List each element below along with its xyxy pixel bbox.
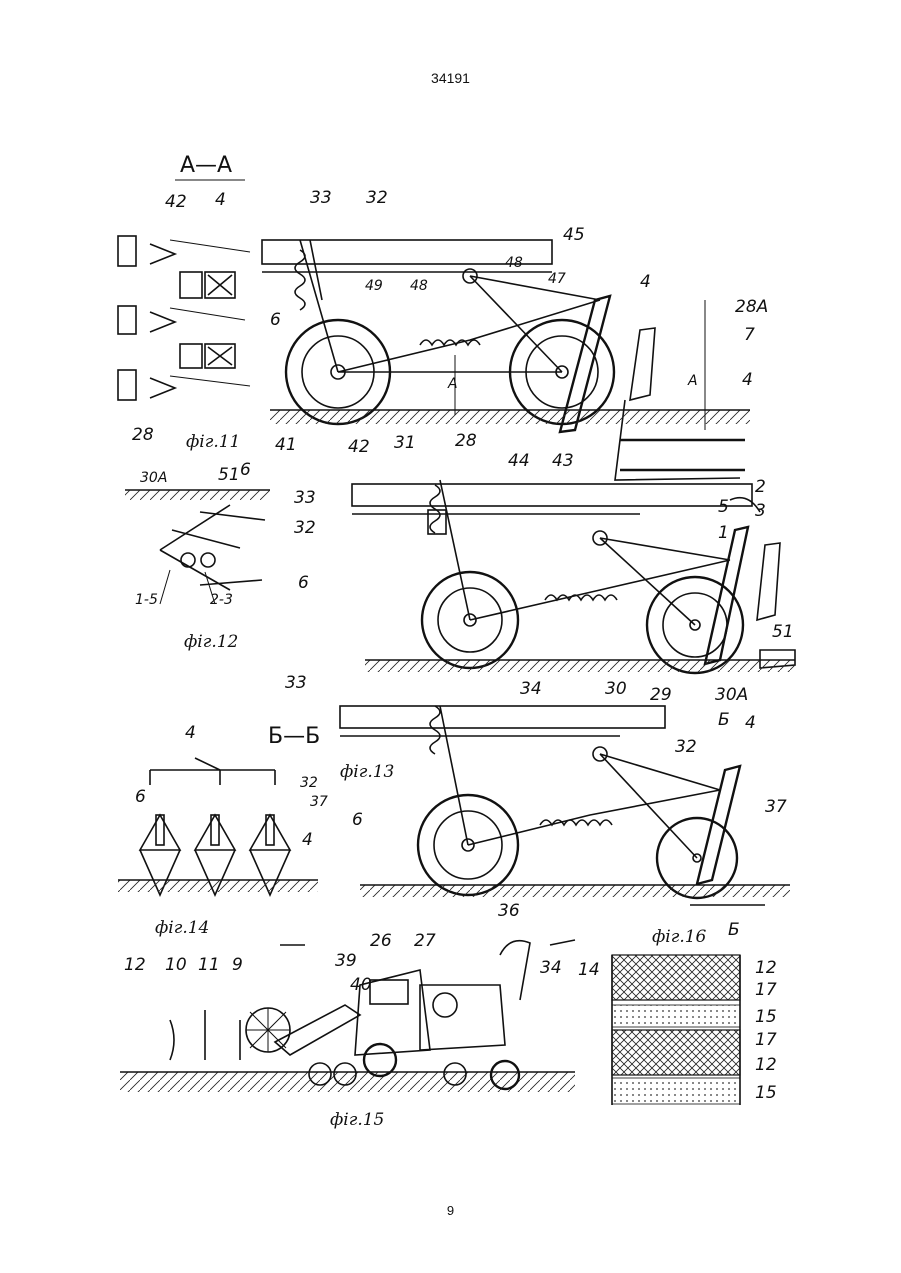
part-label: 43 <box>552 451 574 471</box>
part-label: 6 <box>298 573 309 593</box>
part-label: 12 <box>755 1055 777 1075</box>
part-label: 37 <box>765 797 787 817</box>
part-label: 32 <box>294 518 316 538</box>
part-label: 17 <box>755 980 777 1000</box>
part-label: 28 <box>455 431 477 451</box>
part-label: 32 <box>366 188 388 208</box>
part-label: A <box>447 376 458 392</box>
part-label: 14 <box>578 960 600 980</box>
part-label: 10 <box>165 955 187 975</box>
part-label: 15 <box>755 1083 777 1103</box>
part-label: 6 <box>270 310 281 330</box>
part-label: 4 <box>745 713 756 733</box>
part-label: 42 <box>348 437 370 457</box>
part-label: 41 <box>275 435 297 455</box>
part-label: 51 <box>772 622 794 642</box>
fig11-section-label: A—A <box>180 153 232 178</box>
figure-14: 4 6 32 37 4 фіг.14 <box>118 723 328 938</box>
part-label: 2-3 <box>210 592 233 608</box>
part-label: 2 <box>755 477 766 497</box>
part-label: 1-5 <box>135 592 158 608</box>
part-label: 1 <box>718 523 729 543</box>
figure-11: A—A <box>118 153 768 480</box>
part-label: 37 <box>310 794 328 810</box>
part-label: 33 <box>285 673 307 693</box>
part-label: 4 <box>742 370 753 390</box>
figure-12: 30A 51 6 1-5 2-3 фіг.12 33 32 2 <box>125 460 795 705</box>
part-label: 12 <box>755 958 777 978</box>
part-label: 4 <box>302 830 313 850</box>
part-label: 30A <box>715 685 748 705</box>
part-label: 34 <box>520 679 542 699</box>
part-label: 4 <box>185 723 196 743</box>
part-label: 29 <box>650 685 672 705</box>
part-label: Б <box>728 920 740 940</box>
part-label: 48 <box>410 278 428 294</box>
part-label: 26 <box>370 931 392 951</box>
part-label: 33 <box>294 488 316 508</box>
fig11-caption: фіг.11 <box>186 432 240 452</box>
fig11-ground <box>270 410 750 424</box>
part-label: 32 <box>675 737 697 757</box>
part-label: 45 <box>563 225 585 245</box>
part-label: 6 <box>352 810 363 830</box>
part-label: 11 <box>198 955 220 975</box>
part-label: 9 <box>232 955 243 975</box>
part-label: 44 <box>508 451 530 471</box>
part-label: 15 <box>755 1007 777 1027</box>
fig15-caption: фіг.15 <box>330 1110 384 1130</box>
part-label: A <box>687 373 698 389</box>
fig11-plant-rows <box>118 236 250 400</box>
fig16-caption: фіг.16 <box>652 927 707 947</box>
fig14-caption: фіг.14 <box>155 918 209 938</box>
page-number: 9 <box>0 1203 901 1218</box>
part-label: Б <box>718 710 730 730</box>
part-label: 51 <box>218 465 240 485</box>
part-label: 28 <box>132 425 154 445</box>
part-label: 31 <box>394 433 416 453</box>
part-label: 32 <box>300 775 318 791</box>
part-label: 28A <box>735 297 768 317</box>
fig13-section-label: Б—Б <box>268 724 320 749</box>
part-label: 39 <box>335 951 357 971</box>
fig13-caption: фіг.13 <box>340 762 394 782</box>
part-label: 4 <box>640 272 651 292</box>
part-label: 47 <box>548 271 566 287</box>
part-label: 6 <box>240 460 251 480</box>
part-label: 7 <box>744 325 755 345</box>
figure-16: фіг.16 Б 14 12 17 15 17 12 15 <box>578 920 777 1105</box>
figure-15: 26 27 39 40 12 10 11 9 34 фіг.15 <box>120 931 575 1130</box>
part-label: 4 <box>215 190 226 210</box>
part-label: 17 <box>755 1030 777 1050</box>
part-label: 40 <box>350 975 372 995</box>
part-label: 48 <box>505 255 523 271</box>
part-label: 6 <box>135 787 146 807</box>
fig12-caption: фіг.12 <box>184 632 238 652</box>
part-label: 3 <box>755 501 766 521</box>
part-label: 12 <box>124 955 146 975</box>
part-label: 42 <box>165 192 187 212</box>
part-label: 34 <box>540 958 562 978</box>
part-label: 33 <box>310 188 332 208</box>
part-label: 49 <box>365 278 383 294</box>
part-label: 36 <box>498 901 520 921</box>
part-label: 30 <box>605 679 627 699</box>
part-label: 30A <box>140 470 167 486</box>
part-label: 5 <box>718 497 729 517</box>
figure-13: 33 Б—Б Б 4 32 6 37 36 фіг.13 <box>268 673 790 921</box>
part-label: 27 <box>414 931 436 951</box>
